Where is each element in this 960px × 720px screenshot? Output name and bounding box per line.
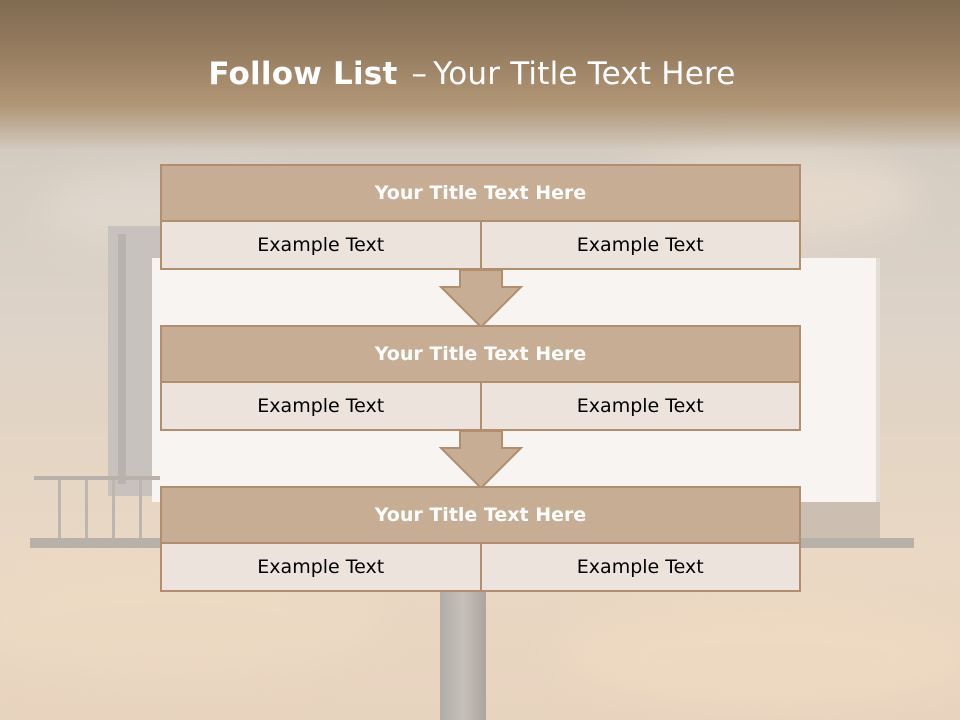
step-cell-left: Example Text bbox=[162, 544, 480, 590]
down-arrow-icon bbox=[438, 270, 524, 329]
down-arrow-icon bbox=[438, 431, 524, 490]
step-title: Your Title Text Here bbox=[162, 488, 799, 544]
step-cell-right: Example Text bbox=[479, 544, 799, 590]
step-box-1: Your Title Text Here Example Text Exampl… bbox=[160, 164, 801, 270]
slide-title-rest: Your Title Text Here bbox=[433, 56, 736, 92]
step-row: Example Text Example Text bbox=[162, 222, 799, 268]
background-cloud bbox=[560, 600, 960, 710]
step-box-2: Your Title Text Here Example Text Exampl… bbox=[160, 325, 801, 431]
slide-title-bold: Follow List bbox=[208, 56, 398, 92]
slide-title: Follow List–Your Title Text Here bbox=[0, 56, 944, 92]
step-row: Example Text Example Text bbox=[162, 383, 799, 429]
step-title: Your Title Text Here bbox=[162, 166, 799, 222]
step-cell-right: Example Text bbox=[479, 383, 799, 429]
step-cell-left: Example Text bbox=[162, 383, 480, 429]
billboard-back-strut bbox=[118, 234, 126, 484]
billboard-back-frame bbox=[108, 226, 160, 496]
billboard-railing bbox=[34, 476, 160, 538]
slide-title-separator: – bbox=[411, 56, 428, 92]
step-box-3: Your Title Text Here Example Text Exampl… bbox=[160, 486, 801, 592]
step-cell-left: Example Text bbox=[162, 222, 480, 268]
title-band bbox=[0, 0, 960, 150]
step-cell-right: Example Text bbox=[479, 222, 799, 268]
step-row: Example Text Example Text bbox=[162, 544, 799, 590]
step-title: Your Title Text Here bbox=[162, 327, 799, 383]
